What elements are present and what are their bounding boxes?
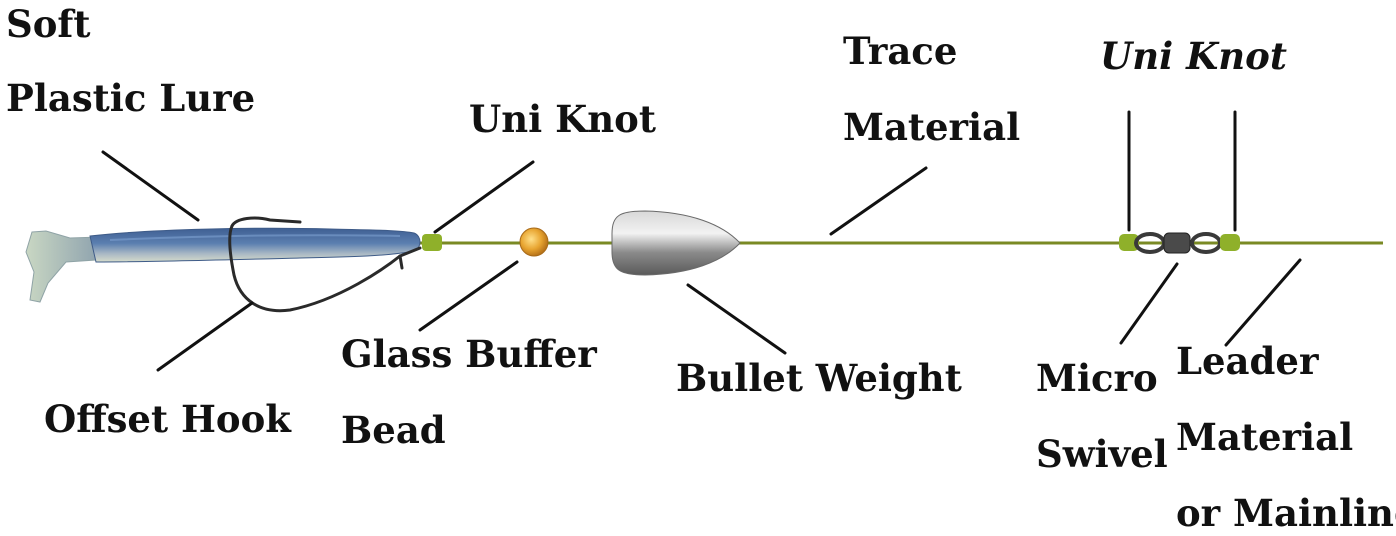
uni-knot-left [422, 234, 442, 251]
pointer-offset-hook [156, 301, 254, 372]
pointer-soft-plastic-lure [101, 150, 200, 222]
label-swivel: Swivel [1036, 432, 1168, 476]
uni-knot-right-left [1119, 234, 1139, 251]
label-offset-hook: Offset Hook [44, 397, 291, 441]
label-trace: Trace [843, 29, 958, 73]
pointer-trace-material [829, 166, 928, 236]
label-bead: Bead [341, 408, 446, 452]
offset-hook [228, 216, 422, 313]
pointer-glass-buffer-bead [418, 260, 519, 332]
label-leader-material: Material [1176, 415, 1354, 459]
label-bullet-weight: Bullet Weight [676, 356, 962, 400]
label-uni-knot-right: Uni Knot [1100, 34, 1287, 78]
label-or-mainline: or Mainline [1176, 491, 1396, 535]
pointer-leader-material [1224, 258, 1302, 347]
label-plastic-lure: Plastic Lure [6, 76, 256, 120]
pointer-bullet-weight [686, 283, 787, 355]
bullet-weight [611, 210, 741, 276]
label-trace-material: Material [843, 105, 1021, 149]
label-soft: Soft [6, 2, 91, 46]
glass-buffer-bead [519, 227, 549, 257]
label-uni-knot-left: Uni Knot [469, 97, 656, 141]
uni-knot-right-right [1220, 234, 1240, 251]
pointer-uni-knot-left [433, 160, 535, 234]
label-glass-buffer: Glass Buffer [341, 332, 597, 376]
label-micro: Micro [1036, 356, 1158, 400]
pointer-micro-swivel [1119, 262, 1179, 345]
label-leader: Leader [1176, 339, 1319, 383]
soft-plastic-lure [25, 227, 421, 303]
